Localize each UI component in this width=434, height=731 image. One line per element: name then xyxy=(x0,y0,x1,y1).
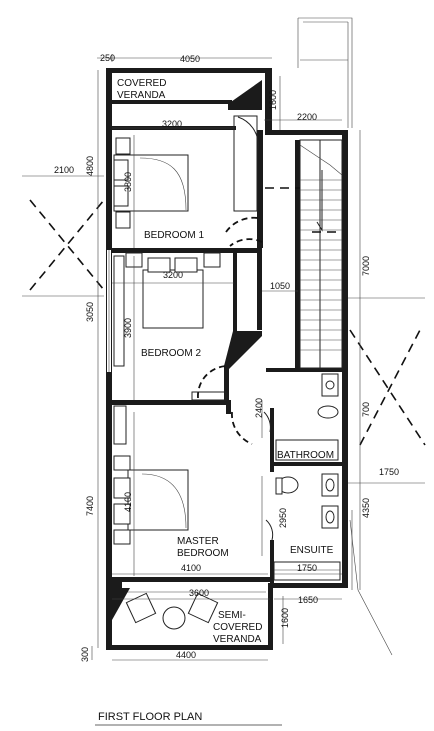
master-bedroom-label-line2: BEDROOM xyxy=(177,548,229,559)
bed-master xyxy=(113,405,189,545)
bed-bedroom-1 xyxy=(113,115,258,229)
bedroom-2-label: BEDROOM 2 xyxy=(141,348,201,359)
semi-covered-veranda-label-line3: VERANDA xyxy=(213,634,262,645)
dim-1050: 1050 xyxy=(270,281,290,291)
dimension-lines xyxy=(91,54,361,661)
covered-veranda-label-line2: VERANDA xyxy=(117,90,166,101)
dim-4800: 4800 xyxy=(85,156,95,176)
dim-4100-vertical: 4100 xyxy=(123,492,133,512)
dim-3900: 3900 xyxy=(123,318,133,338)
dim-250: 250 xyxy=(100,53,115,63)
bathroom-label: BATHROOM xyxy=(277,450,334,461)
dim-4050: 4050 xyxy=(180,54,200,64)
dim-4400: 4400 xyxy=(176,650,196,660)
staircase xyxy=(299,139,343,369)
dim-3800: 3800 xyxy=(123,172,133,192)
master-bedroom-label-line1: MASTER xyxy=(177,536,219,547)
veranda-furniture xyxy=(112,588,266,630)
dim-700: 700 xyxy=(361,402,371,417)
dim-1750-ensuite: 1750 xyxy=(297,563,317,573)
dim-1650: 1650 xyxy=(298,595,318,605)
dim-1600-bottom: 1600 xyxy=(280,608,290,628)
bathroom-fixtures xyxy=(273,373,341,581)
ensuite-label: ENSUITE xyxy=(290,545,334,556)
dimension-labels: 250 4050 1600 2200 3200 4800 2100 3800 7… xyxy=(54,53,399,662)
dim-3200-bed2: 3200 xyxy=(163,270,183,280)
dim-2400: 2400 xyxy=(254,398,264,418)
dim-3050: 3050 xyxy=(85,302,95,322)
dim-4350: 4350 xyxy=(361,498,371,518)
exterior-walls xyxy=(106,68,348,650)
dim-7000: 7000 xyxy=(361,256,371,276)
covered-veranda-label-line1: COVERED xyxy=(117,78,166,89)
dim-1750-right: 1750 xyxy=(379,467,399,477)
dim-3200-bed1: 3200 xyxy=(162,119,182,129)
bed-bedroom-2 xyxy=(113,252,227,401)
dim-7400: 7400 xyxy=(85,496,95,516)
dim-2950: 2950 xyxy=(278,508,288,528)
bedroom-1-label: BEDROOM 1 xyxy=(144,230,204,241)
room-labels: COVERED VERANDA BEDROOM 1 BEDROOM 2 MAST… xyxy=(117,78,334,645)
canopy-outline xyxy=(297,17,393,656)
semi-covered-veranda-label-line2: COVERED xyxy=(213,622,262,633)
dim-2200: 2200 xyxy=(297,112,317,122)
dim-1600-top: 1600 xyxy=(268,90,278,110)
door-swings xyxy=(197,116,274,541)
dim-4100-horizontal: 4100 xyxy=(181,563,201,573)
dim-2100: 2100 xyxy=(54,165,74,175)
interior-walls xyxy=(112,80,346,592)
dim-300: 300 xyxy=(80,647,90,662)
dim-3600: 3600 xyxy=(189,588,209,598)
plan-title: FIRST FLOOR PLAN xyxy=(98,711,202,723)
dashed-outlines xyxy=(22,175,426,484)
semi-covered-veranda-label-line1: SEMI- xyxy=(218,610,246,621)
